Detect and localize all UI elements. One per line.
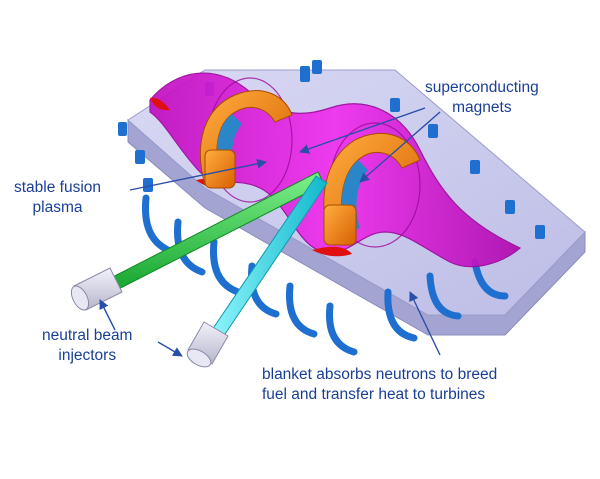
label-stable-fusion-plasma: stable fusion plasma (14, 179, 102, 216)
arrow-icon (99, 107, 441, 357)
arrow-magnets-right (359, 111, 441, 183)
label-blanket: blanket absorbs neutrons to breed fuel a… (262, 366, 498, 403)
coil-tabs-far (118, 60, 545, 239)
magnet-left (199, 90, 293, 189)
arrow-injector-bottom (157, 341, 183, 357)
arrow-injector-top (99, 299, 116, 331)
label-superconducting-magnets: superconducting magnets (425, 79, 539, 116)
label-neutral-beam-injectors: neutral beam injectors (42, 327, 133, 364)
arrow-plasma (129, 158, 267, 191)
cut-face-left (150, 97, 170, 111)
arrow-magnets-left (299, 107, 426, 154)
injector-cyan (186, 175, 328, 368)
arrow-blanket (409, 291, 441, 356)
cut-face-right (312, 246, 352, 257)
